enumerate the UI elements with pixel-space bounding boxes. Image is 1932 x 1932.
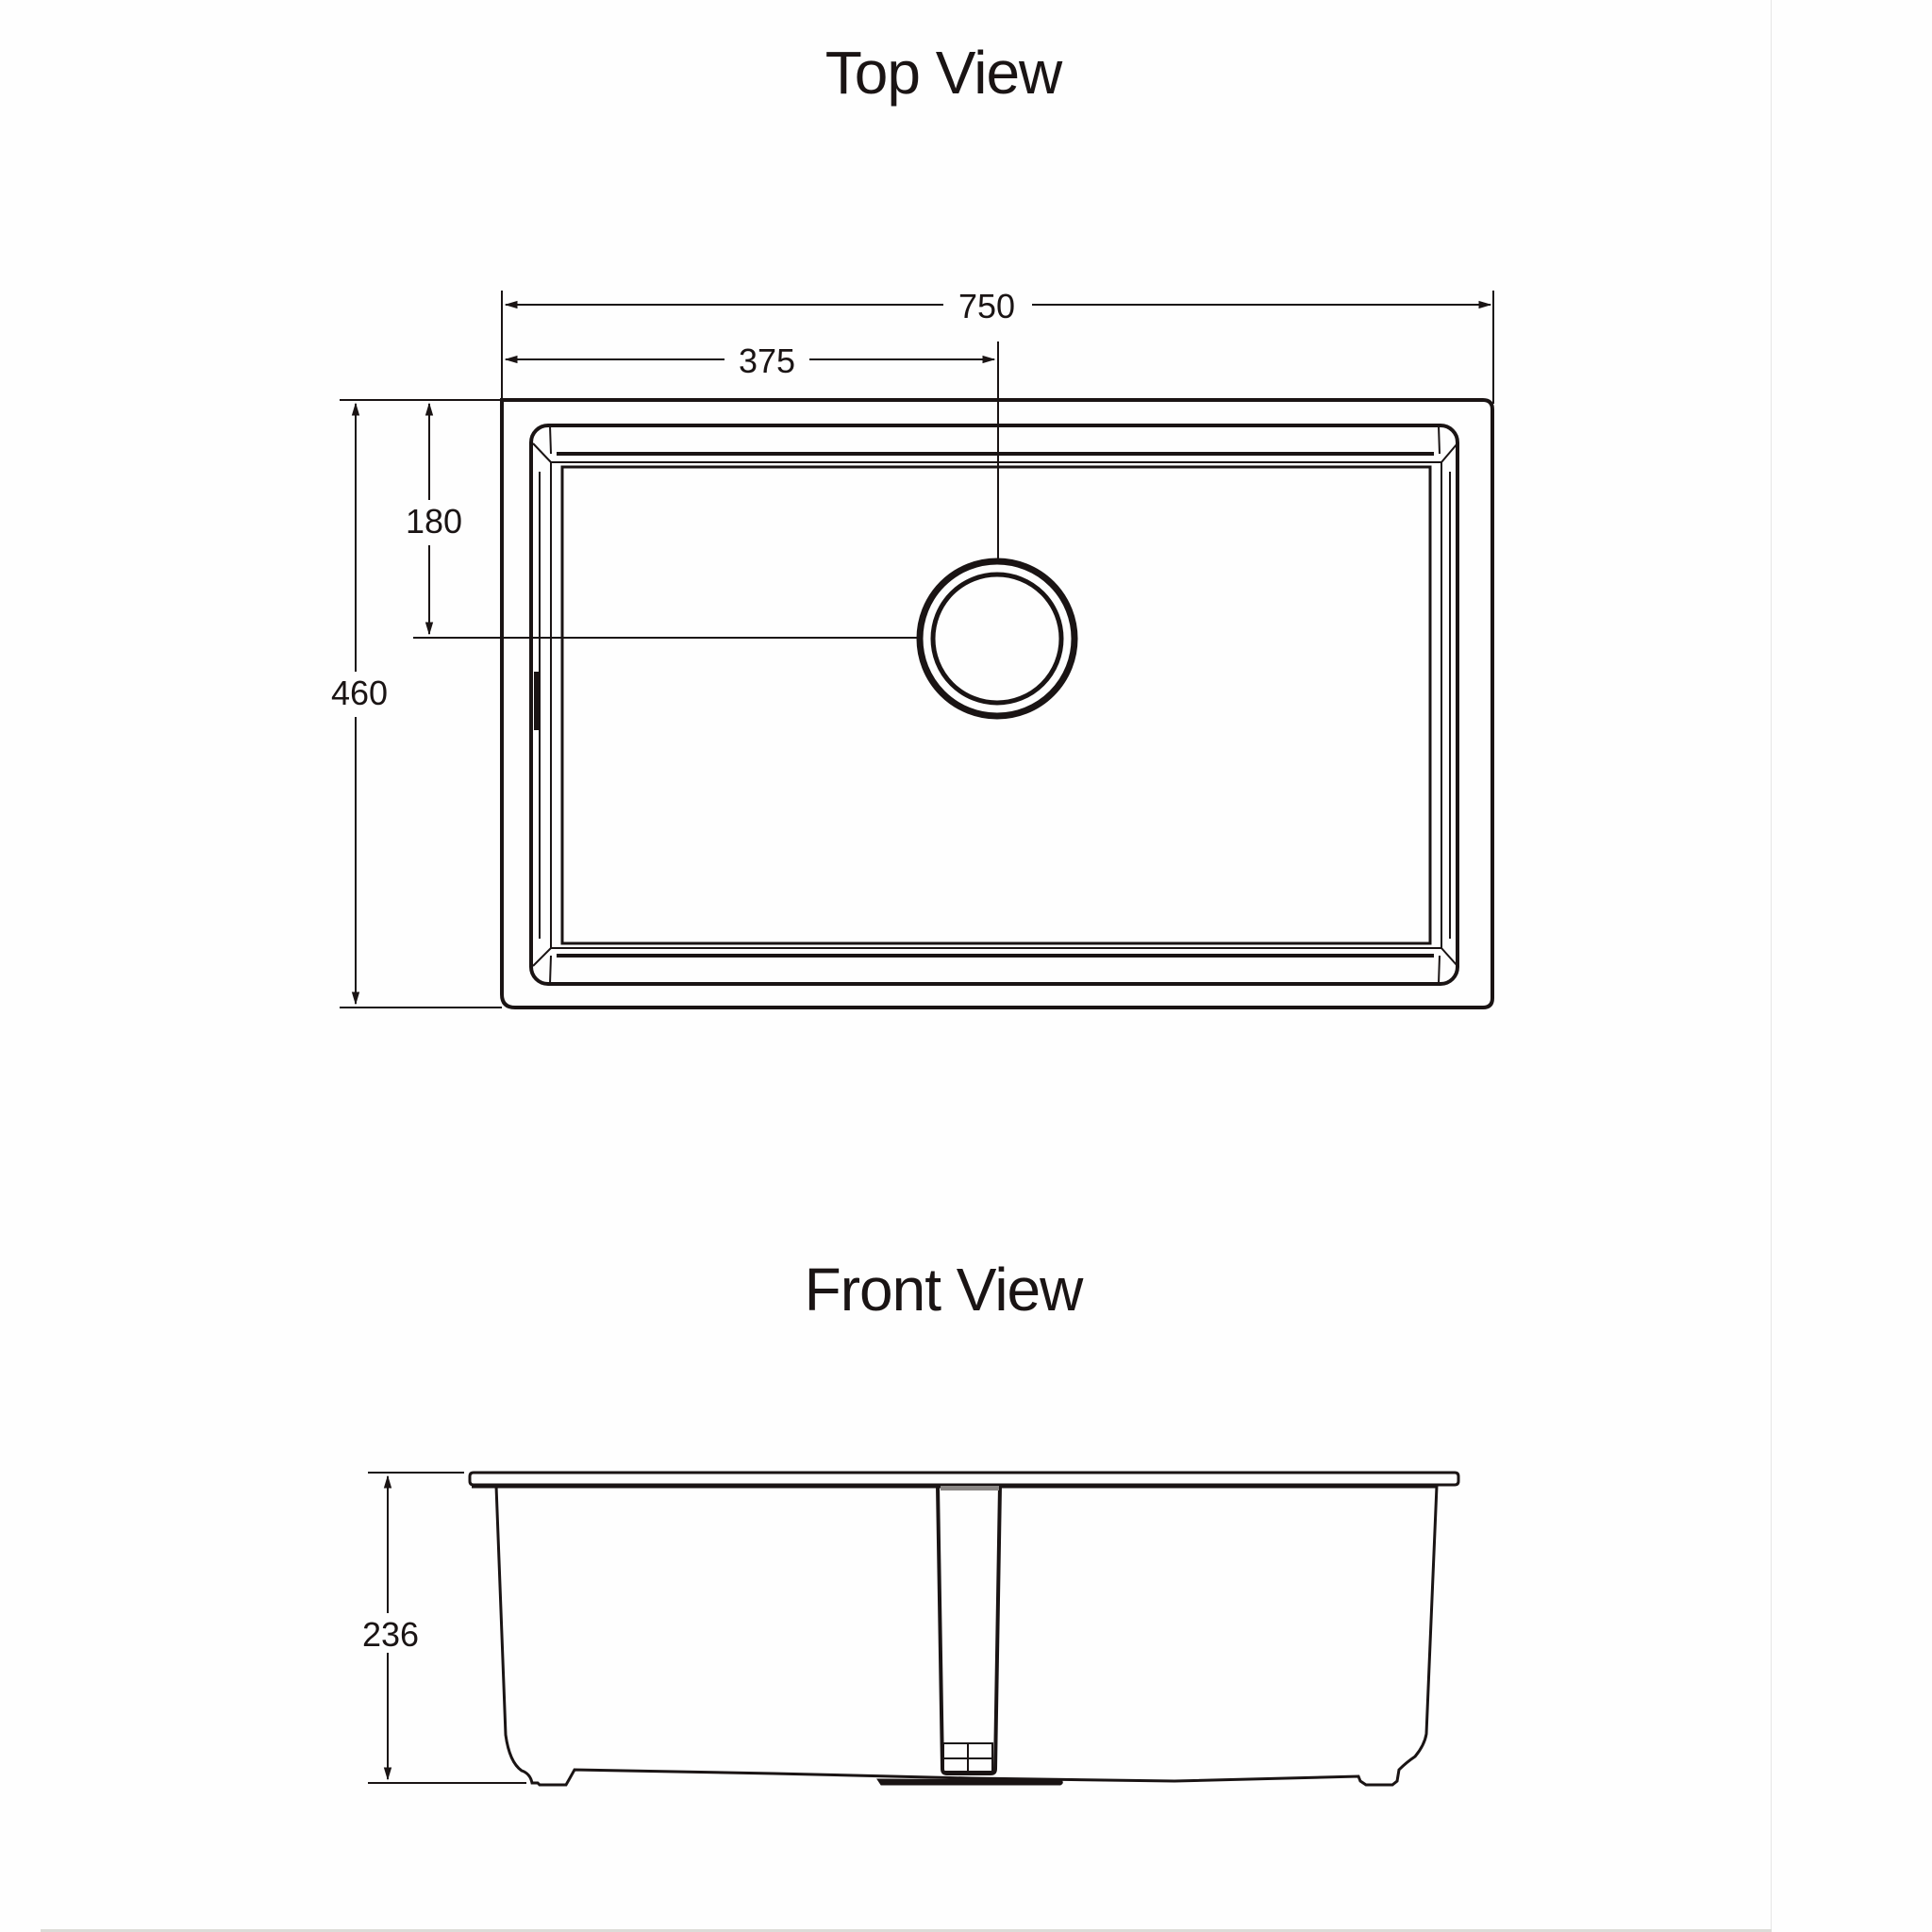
sheet-edge-bottom [41,1929,1772,1932]
top-view [340,291,1494,1009]
basin-floor [560,465,1432,945]
overflow-slot [534,672,539,730]
dim-label-750: 750 [958,287,1015,325]
drain-outer-ring [916,558,1078,720]
bowl-body [494,1485,1439,1787]
front-view [368,1471,1460,1787]
top-flange [468,1471,1460,1487]
dim-label-236: 236 [362,1615,419,1654]
top-view-title: Top View [824,39,1063,107]
outer-rim [500,398,1494,1009]
dim-label-460: 460 [331,674,388,712]
drain-base-plate [876,1778,1063,1786]
front-view-title: Front View [804,1256,1084,1324]
dim-label-180: 180 [406,502,462,541]
dim-label-375: 375 [739,341,795,380]
drain-inner-ring [930,572,1064,706]
sheet-edge-right [1771,0,1772,1932]
drain-pipe [936,1485,1002,1775]
basin-bevel [550,461,1442,949]
inner-bowl-rim [529,424,1459,986]
corner-chamfers [532,425,1458,985]
